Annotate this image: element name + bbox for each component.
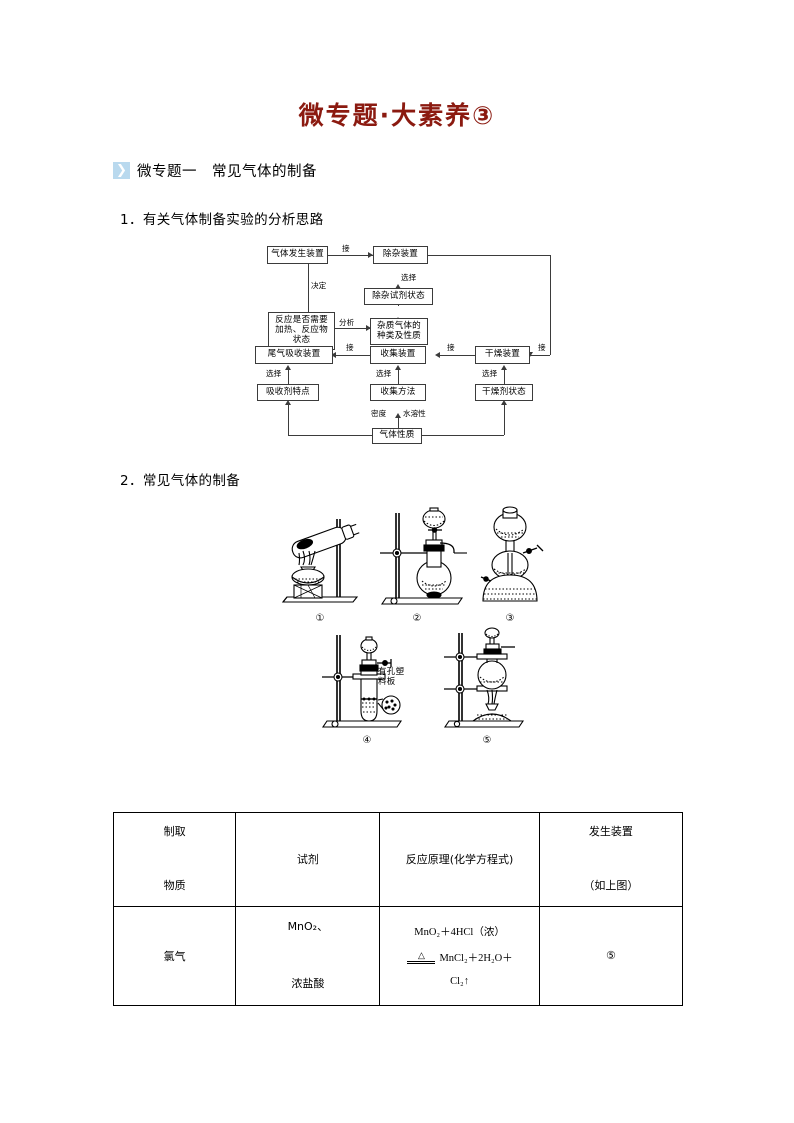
flow-connector xyxy=(335,328,370,329)
flow-arrow xyxy=(395,284,401,289)
cell-device: ⑤ xyxy=(538,905,684,1006)
gas-preparation-table: 制取 物质 试剂 反应原理(化学方程式) 发生装置 （如上图） 氯气 MnO₂、… xyxy=(112,812,684,1006)
flow-arrow xyxy=(395,365,401,370)
apparatus-diagram-1 xyxy=(281,519,360,603)
gas-preparation-flowchart: 气体发生装置 除杂装置 除杂试剂状态 反应是否需要 加热、反应物 状态 杂质气体… xyxy=(250,240,560,445)
apparatus-diagram-4 xyxy=(321,635,403,728)
apparatus-diagram-2 xyxy=(380,507,467,605)
flow-connector xyxy=(437,355,510,356)
flow-arrow xyxy=(527,352,533,357)
cell-reagent: MnO₂、 浓盐酸 xyxy=(235,905,381,1006)
apparatus-caption-5: ⑤ xyxy=(482,735,492,746)
flow-arrow xyxy=(331,352,336,358)
flow-box-collect-method: 收集方法 xyxy=(370,384,426,401)
table-header-row: 制取 物质 试剂 反应原理(化学方程式) 发生装置 （如上图） xyxy=(112,812,684,907)
cell-substance: 氯气 xyxy=(112,905,237,1006)
header-reagent: 试剂 xyxy=(235,812,381,907)
subsection-2-heading: 2．常见气体的制备 xyxy=(120,473,241,489)
flow-box-generator: 气体发生装置 xyxy=(267,246,328,264)
flow-label-analyze: 分析 xyxy=(338,317,356,328)
header-device: 发生装置 （如上图） xyxy=(538,812,684,907)
flow-box-collector: 收集装置 xyxy=(370,346,426,364)
flow-arrow xyxy=(285,400,291,405)
section-heading-label: 微专题一 常见气体的制备 xyxy=(137,164,317,180)
chevron-right-icon: ❯ xyxy=(113,162,130,179)
apparatus-caption-1: ① xyxy=(315,613,325,624)
equation-line-2-group: △ MnCl₂＋2H₂O＋ xyxy=(406,950,513,965)
equation-line-1: MnO₂＋4HCl（浓） xyxy=(414,927,505,939)
flow-label-density: 密度 xyxy=(370,408,388,419)
reaction-condition-arrow: △ xyxy=(406,950,436,965)
flow-connector xyxy=(504,403,505,435)
flow-connector xyxy=(550,255,551,355)
flow-arrow xyxy=(368,252,373,258)
equation-line-3: Cl₂↑ xyxy=(450,976,469,988)
page-title: 微专题·大素养③ xyxy=(298,101,496,130)
flow-box-tail-gas: 尾气吸收装置 xyxy=(255,346,333,364)
apparatus-diagram-5 xyxy=(443,627,525,728)
flow-connector xyxy=(288,403,289,435)
equation-line-2: MnCl₂＋2H₂O＋ xyxy=(439,953,513,965)
flow-label-select-1: 选择 xyxy=(400,272,418,283)
flow-connector xyxy=(308,262,309,312)
flow-label-select-2: 选择 xyxy=(265,368,283,379)
header-principle: 反应原理(化学方程式) xyxy=(379,812,540,907)
flow-arrow xyxy=(366,325,371,331)
flow-arrow xyxy=(501,400,507,405)
flow-connector xyxy=(328,255,373,256)
flow-arrow xyxy=(435,352,440,358)
flow-connector xyxy=(420,435,504,436)
flow-box-purify-reagent-state: 除杂试剂状态 xyxy=(364,288,433,305)
header-substance: 制取 物质 xyxy=(112,812,237,907)
apparatus-diagram-3 xyxy=(480,506,544,602)
flow-arrow xyxy=(395,413,401,418)
flow-box-purifier: 除杂装置 xyxy=(373,246,428,264)
flow-label-select-3: 选择 xyxy=(375,368,393,379)
apparatus-annotation-plate: 有孔塑 料板 xyxy=(378,667,405,687)
apparatus-figure-group: ① xyxy=(250,505,560,755)
flow-connector xyxy=(398,368,399,384)
flow-connector xyxy=(530,355,550,356)
cell-principle: MnO₂＋4HCl（浓） △ MnCl₂＋2H₂O＋ Cl₂↑ xyxy=(379,905,540,1006)
flow-box-reaction-conditions: 反应是否需要 加热、反应物 状态 xyxy=(268,312,335,350)
flow-connector xyxy=(288,435,378,436)
flow-box-desiccant-state: 干燥剂状态 xyxy=(475,384,533,401)
apparatus-caption-4: ④ xyxy=(362,735,372,746)
condition-symbol: △ xyxy=(417,950,425,961)
flow-connector xyxy=(398,416,399,428)
flow-connector xyxy=(288,368,289,384)
flow-box-absorbent-feature: 吸收剂特点 xyxy=(257,384,319,401)
section-heading: ❯ 微专题一 常见气体的制备 xyxy=(113,160,317,181)
flow-box-impurity-gas: 杂质气体的 种类及性质 xyxy=(370,318,428,345)
flow-label-decide: 决定 xyxy=(310,280,328,291)
flow-arrow xyxy=(501,365,507,370)
double-line-icon xyxy=(407,961,436,965)
flow-box-dryer: 干燥装置 xyxy=(475,346,530,364)
flow-connector xyxy=(333,355,383,356)
flow-label-connect-1: 接 xyxy=(341,243,351,254)
flow-label-connect-4: 接 xyxy=(345,342,355,353)
apparatus-caption-3: ③ xyxy=(505,613,515,624)
flow-label-solubility: 水溶性 xyxy=(402,408,427,419)
table-row: 氯气 MnO₂、 浓盐酸 MnO₂＋4HCl（浓） △ MnCl₂＋2H₂O＋ … xyxy=(112,905,684,1006)
flow-connector xyxy=(428,255,550,256)
flow-connector xyxy=(504,368,505,384)
flow-label-connect-3: 接 xyxy=(446,342,456,353)
flow-box-gas-property: 气体性质 xyxy=(372,428,422,444)
flow-arrow xyxy=(285,365,291,370)
subsection-1-heading: 1．有关气体制备实验的分析思路 xyxy=(120,212,324,228)
apparatus-caption-2: ② xyxy=(412,613,422,624)
flow-label-select-4: 选择 xyxy=(481,368,499,379)
flow-label-connect-2: 接 xyxy=(537,342,547,353)
